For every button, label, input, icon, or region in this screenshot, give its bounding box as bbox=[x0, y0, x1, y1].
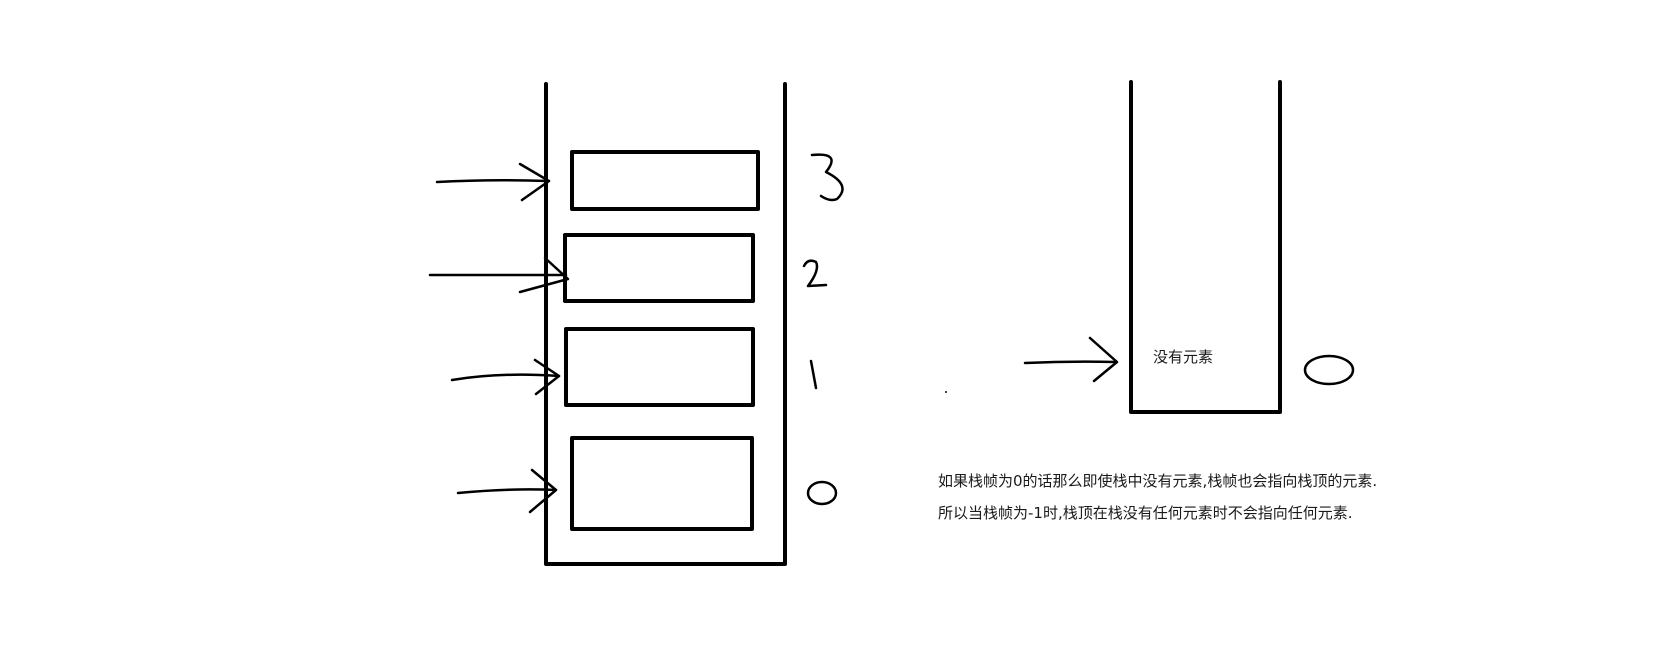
stack-element-3 bbox=[570, 150, 760, 211]
stack-element-2 bbox=[563, 233, 755, 303]
index-label-3 bbox=[810, 153, 844, 202]
right-stack-container bbox=[1129, 80, 1282, 414]
left-stack-container bbox=[544, 82, 787, 566]
note: 如果栈帧为0的话那么即使栈中没有元素,栈帧也会指向栈顶的元素. 所以当栈帧为-1… bbox=[938, 472, 1377, 522]
stray-dot bbox=[945, 391, 947, 393]
note-line-1: 如果栈帧为0的话那么即使栈中没有元素,栈帧也会指向栈顶的元素. bbox=[938, 472, 1377, 490]
stack-element-0 bbox=[570, 436, 754, 531]
index-label-1 bbox=[809, 359, 818, 390]
pointer-arrow-empty bbox=[1023, 336, 1119, 383]
pointer-arrow-3 bbox=[435, 162, 551, 202]
empty-stack-label: 没有元素 bbox=[1153, 348, 1213, 366]
note-line-2: 所以当栈帧为-1时,栈顶在栈没有任何元素时不会指向任何元素. bbox=[938, 504, 1353, 522]
index-label-2 bbox=[802, 259, 828, 288]
left-stack bbox=[428, 82, 844, 566]
stack-element-1 bbox=[564, 327, 755, 407]
index-label-0 bbox=[806, 480, 838, 506]
right-stack: 没有元素 bbox=[945, 80, 1355, 414]
pointer-arrow-0 bbox=[456, 468, 558, 514]
right-index-label-0 bbox=[1303, 354, 1355, 386]
pointer-arrow-1 bbox=[450, 358, 561, 396]
pointer-arrow-2 bbox=[428, 256, 570, 294]
